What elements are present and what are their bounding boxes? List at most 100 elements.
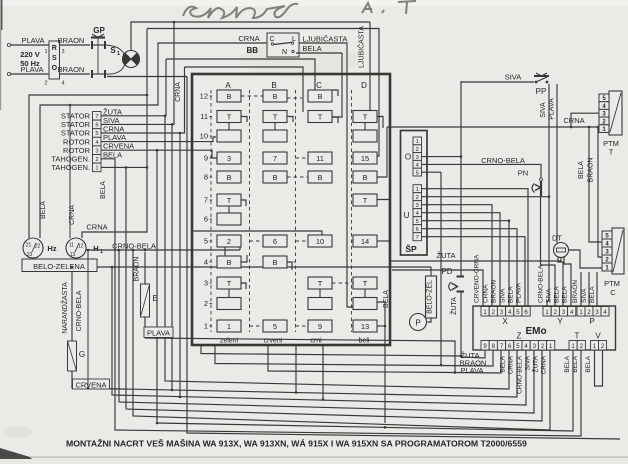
svg-text:2: 2 — [605, 257, 609, 263]
svg-text:21: 21 — [26, 243, 32, 249]
svg-text:3: 3 — [95, 148, 98, 154]
svg-text:2: 2 — [492, 310, 496, 316]
svg-text:1: 1 — [593, 344, 597, 350]
svg-text:9: 9 — [483, 344, 487, 350]
svg-text:CRNA: CRNA — [563, 116, 584, 125]
svg-text:ŽUTA: ŽUTA — [531, 355, 540, 372]
svg-text:PLAVA: PLAVA — [21, 36, 44, 45]
svg-text:13: 13 — [361, 322, 369, 331]
svg-text:11: 11 — [69, 243, 74, 249]
svg-text:SIVA: SIVA — [103, 116, 120, 125]
svg-text:BRAON: BRAON — [58, 36, 85, 45]
svg-text:4: 4 — [605, 241, 609, 247]
svg-text:6: 6 — [416, 227, 419, 233]
svg-text:5: 5 — [95, 131, 98, 137]
svg-text:L: L — [292, 36, 296, 43]
svg-text:Z: Z — [517, 332, 522, 341]
svg-text:7: 7 — [416, 235, 419, 241]
svg-text:5: 5 — [605, 233, 609, 239]
svg-text:6: 6 — [508, 344, 512, 350]
svg-text:6: 6 — [204, 215, 208, 224]
svg-text:BRAON: BRAON — [572, 280, 579, 303]
svg-text:1: 1 — [100, 249, 103, 255]
svg-text:BRAON: BRAON — [491, 280, 498, 303]
svg-text:V: V — [595, 332, 601, 341]
svg-text:BELA: BELA — [585, 355, 592, 372]
svg-text:LJUBIČASTA: LJUBIČASTA — [303, 35, 348, 44]
svg-text:N: N — [282, 49, 287, 56]
svg-text:T: T — [227, 113, 232, 122]
svg-text:5: 5 — [602, 96, 606, 102]
svg-text:B: B — [317, 92, 322, 101]
svg-text:BELA: BELA — [302, 44, 321, 53]
svg-text:6: 6 — [95, 123, 98, 129]
svg-text:1: 1 — [95, 166, 98, 172]
svg-text:PTM: PTM — [603, 139, 619, 148]
svg-text:TAHOGEN.: TAHOGEN. — [51, 163, 90, 172]
svg-text:BELA: BELA — [562, 286, 569, 303]
svg-text:3: 3 — [61, 49, 64, 55]
svg-text:3: 3 — [533, 344, 537, 350]
svg-text:2: 2 — [601, 344, 605, 350]
svg-text:PLAVA: PLAVA — [20, 65, 43, 74]
svg-text:4: 4 — [508, 310, 512, 316]
svg-text:B: B — [272, 173, 277, 182]
svg-text:CRVENA: CRVENA — [75, 380, 106, 389]
svg-text:C: C — [269, 36, 274, 43]
svg-text:220 V: 220 V — [20, 50, 40, 59]
svg-text:2: 2 — [602, 119, 606, 125]
svg-text:4: 4 — [524, 344, 528, 350]
svg-text:SIVA: SIVA — [581, 288, 588, 303]
svg-text:C: C — [610, 288, 616, 297]
svg-text:CRNA: CRNA — [483, 284, 490, 303]
svg-text:CRNA: CRNA — [508, 355, 515, 374]
svg-text:E: E — [152, 294, 157, 303]
svg-text:T: T — [575, 332, 580, 341]
svg-text:4: 4 — [204, 258, 208, 267]
svg-text:ŠP: ŠP — [405, 243, 417, 254]
svg-text:BRAON: BRAON — [588, 158, 595, 183]
svg-text:B: B — [362, 173, 367, 182]
svg-text:CRNA: CRNA — [86, 223, 107, 232]
svg-text:8: 8 — [492, 344, 496, 350]
svg-text:22: 22 — [35, 244, 41, 250]
svg-text:9: 9 — [204, 154, 208, 163]
svg-text:T: T — [227, 279, 232, 288]
svg-text:STATOR: STATOR — [61, 120, 91, 129]
svg-text:13: 13 — [70, 252, 76, 258]
svg-text:3: 3 — [204, 279, 208, 288]
svg-text:R: R — [52, 45, 57, 52]
svg-text:X: X — [502, 317, 508, 326]
svg-text:BRAON: BRAON — [58, 65, 85, 74]
svg-text:CRNA: CRNA — [103, 125, 124, 134]
svg-text:3: 3 — [500, 310, 504, 316]
svg-text:2: 2 — [580, 344, 584, 350]
svg-text:T: T — [363, 196, 368, 205]
svg-text:B: B — [272, 92, 277, 101]
svg-text:2: 2 — [587, 310, 591, 316]
svg-text:4: 4 — [416, 211, 420, 217]
svg-text:1: 1 — [416, 139, 419, 145]
svg-text:B: B — [226, 92, 231, 101]
svg-text:3: 3 — [595, 310, 599, 316]
svg-text:CRNO-BELA: CRNO-BELA — [76, 290, 83, 331]
svg-text:H: H — [93, 244, 98, 253]
svg-text:P: P — [415, 319, 420, 328]
svg-text:T: T — [318, 113, 323, 122]
svg-text:B: B — [226, 173, 231, 182]
svg-text:7: 7 — [273, 154, 277, 163]
svg-text:A: A — [225, 81, 231, 90]
svg-text:BELA: BELA — [383, 290, 390, 308]
svg-text:PTM: PTM — [604, 279, 620, 288]
svg-text:6: 6 — [273, 237, 277, 246]
svg-text:5: 5 — [204, 237, 208, 246]
svg-text:4: 4 — [603, 310, 607, 316]
svg-text:12: 12 — [78, 244, 84, 250]
svg-text:SIVA: SIVA — [505, 73, 522, 82]
svg-text:3: 3 — [605, 249, 609, 255]
svg-text:beli: beli — [359, 338, 370, 345]
svg-text:5: 5 — [416, 170, 419, 176]
svg-text:12: 12 — [200, 92, 208, 101]
svg-text:CRNA: CRNA — [69, 205, 76, 225]
svg-text:3: 3 — [416, 203, 419, 209]
